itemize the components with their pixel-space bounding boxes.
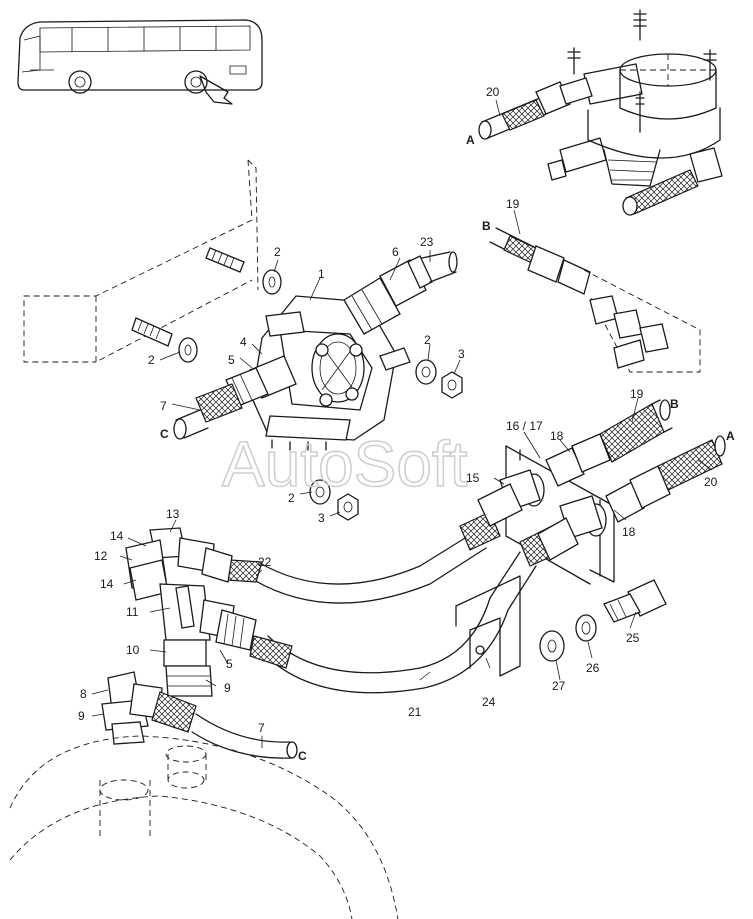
hose-21: [249, 517, 579, 694]
connector-6-and-pipe-23: [343, 251, 458, 335]
callout-23: 23: [420, 235, 434, 249]
callout-20-right: 20: [704, 475, 718, 489]
callout-26: 26: [586, 661, 600, 675]
callout-labels: 1 2 2 2 2 3 3 4 5 5 6 7 7 8 9 9 10 11 12…: [78, 85, 718, 735]
callout-9-right: 9: [224, 681, 231, 695]
connection-c-bottom: C: [298, 749, 307, 763]
callout-12: 12: [94, 549, 108, 563]
callout-14-top: 14: [110, 529, 124, 543]
connection-c-top: C: [160, 427, 169, 441]
callout-7-top: 7: [160, 399, 167, 413]
callout-5-bottom: 5: [226, 657, 233, 671]
fitting-8-9-and-hose-7-lower: [101, 671, 298, 759]
callout-20-top: 20: [486, 85, 500, 99]
connection-a-top: A: [466, 133, 475, 147]
mounting-panel: [23, 159, 259, 363]
hose-22: [225, 483, 523, 604]
callout-2-left: 2: [148, 353, 155, 367]
callout-7-bottom: 7: [258, 721, 265, 735]
callout-19-right: 19: [630, 387, 644, 401]
callout-3-bottom: 3: [318, 511, 325, 525]
callout-18-bottom: 18: [622, 525, 636, 539]
fitting-4-5-and-hose-7: [173, 355, 297, 440]
connection-b-right: B: [670, 397, 679, 411]
callout-22: 22: [258, 555, 272, 569]
hose-19-top: [489, 227, 701, 373]
tee-fitting-assembly-left: [125, 527, 257, 697]
callout-4: 4: [240, 335, 247, 349]
callout-27: 27: [552, 679, 566, 693]
coach-bus-locator-icon: [17, 19, 263, 105]
callout-2-top: 2: [274, 245, 281, 259]
callout-24: 24: [482, 695, 496, 709]
brake-valve-main: [251, 295, 411, 451]
bolt-25-washers-26-27: [539, 579, 667, 662]
watermark: AutoSoft: [222, 428, 468, 500]
callout-9-left: 9: [78, 709, 85, 723]
connection-a-right: A: [726, 429, 735, 443]
air-reservoir: [9, 735, 399, 919]
callout-13: 13: [166, 507, 180, 521]
callout-5-top: 5: [228, 353, 235, 367]
connection-letters: A A B B C C: [160, 133, 735, 763]
callout-10: 10: [126, 643, 140, 657]
callout-8: 8: [80, 687, 87, 701]
callout-3-right: 3: [458, 347, 465, 361]
washer-and-nut-bottom: [309, 479, 359, 521]
bulkhead-fittings-and-hoses-right: [499, 399, 726, 539]
callout-1: 1: [318, 267, 325, 281]
callout-19-top: 19: [506, 197, 520, 211]
callout-21: 21: [408, 705, 422, 719]
brake-valve-top: [547, 9, 723, 216]
callout-2-right: 2: [424, 333, 431, 347]
callout-15: 15: [466, 471, 480, 485]
callout-2-bottom: 2: [288, 491, 295, 505]
callout-leader-lines: [91, 99, 713, 748]
hose-20-top: [478, 77, 593, 140]
connection-b-top: B: [482, 219, 491, 233]
bolt-and-washer-left: [131, 247, 282, 363]
callout-16-17: 16 / 17: [506, 419, 543, 433]
callout-14-bottom: 14: [100, 577, 114, 591]
callout-18-top: 18: [550, 429, 564, 443]
callout-25: 25: [626, 631, 640, 645]
callout-6: 6: [392, 245, 399, 259]
washer-and-nut-right: [415, 359, 463, 399]
callout-11: 11: [126, 605, 139, 619]
